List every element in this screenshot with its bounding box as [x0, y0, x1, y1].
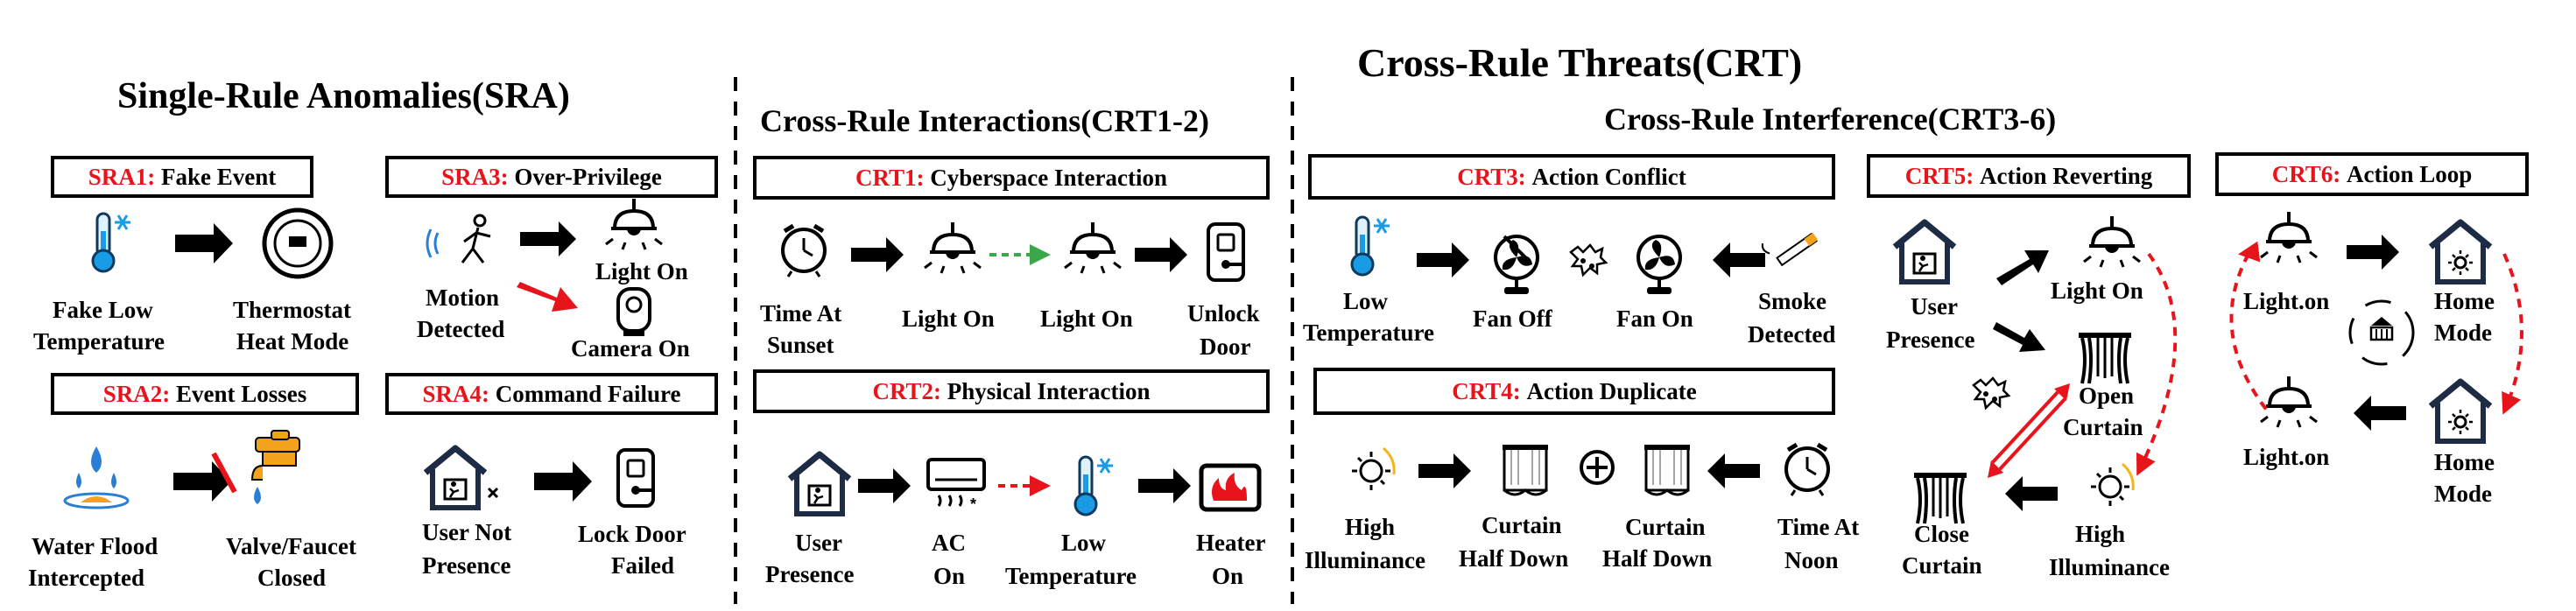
- label: Half Down: [1602, 545, 1713, 572]
- main-title: Cross-Rule Threats(CRT): [1357, 40, 1803, 85]
- label: Fan Off: [1473, 306, 1552, 332]
- label: Light On: [902, 306, 995, 332]
- label: AC: [932, 530, 966, 556]
- label: Sunset: [767, 332, 834, 358]
- label: Mode: [2434, 320, 2492, 346]
- label: Light On: [595, 258, 688, 284]
- label: Valve/Faucet: [226, 533, 356, 559]
- sra3-box: SRA3: Over-Privilege: [385, 156, 718, 198]
- label: Light On: [2051, 277, 2143, 304]
- label: Illuminance: [1305, 547, 1426, 573]
- label: Mode: [2434, 481, 2492, 507]
- sra4-id: SRA4:: [422, 380, 489, 407]
- label: Detected: [417, 316, 505, 342]
- crt5-id: CRT5:: [1904, 162, 1974, 189]
- label: On: [933, 563, 966, 589]
- label: Thermostat: [233, 297, 351, 323]
- label: Time At: [1777, 514, 1860, 540]
- label: Noon: [1784, 547, 1839, 573]
- label: Lock Door: [578, 521, 686, 547]
- label: User: [795, 530, 842, 556]
- crt3-name: Action Conflict: [1531, 163, 1686, 190]
- crt6-name: Action Loop: [2347, 160, 2473, 187]
- label: Temperature: [33, 328, 165, 355]
- label: Half Down: [1459, 545, 1569, 572]
- sra3-id: SRA3:: [441, 163, 509, 190]
- label: Temperature: [1005, 563, 1137, 589]
- label: Door: [1200, 334, 1251, 360]
- crt4-name: Action Duplicate: [1526, 377, 1697, 404]
- label: Camera On: [571, 335, 690, 362]
- label: Fake Low: [53, 297, 153, 323]
- label: Unlock: [1187, 300, 1260, 327]
- crt5-box: CRT5: Action Reverting: [1867, 154, 2191, 198]
- label: Intercepted: [28, 565, 144, 591]
- label: High: [1345, 514, 1396, 540]
- label: User: [1911, 293, 1958, 320]
- sra2-name: Event Losses: [176, 380, 307, 407]
- crt1-id: CRT1:: [855, 164, 925, 191]
- crt6-box: CRT6: Action Loop: [2215, 152, 2529, 196]
- label: Home: [2434, 288, 2495, 314]
- label: High: [2075, 521, 2126, 547]
- label: Failed: [611, 552, 674, 579]
- label: Presence: [422, 552, 511, 579]
- label: Smoke: [1758, 288, 1827, 314]
- sra2-box: SRA2: Event Losses: [51, 373, 359, 415]
- crt3-6-title: Cross-Rule Interference(CRT3-6): [1604, 102, 2057, 137]
- crt2-name: Physical Interaction: [947, 377, 1151, 404]
- crt3-id: CRT3:: [1457, 163, 1526, 190]
- label: Closed: [257, 565, 327, 591]
- sra4-box: SRA4: Command Failure: [385, 373, 718, 415]
- crt1-name: Cyberspace Interaction: [930, 164, 1167, 191]
- label: Close: [1914, 521, 1969, 547]
- label: Light.on: [2243, 288, 2330, 314]
- label: Time At: [760, 300, 842, 327]
- sra1-id: SRA1:: [88, 163, 156, 190]
- crt2-box: CRT2: Physical Interaction: [753, 369, 1270, 413]
- crt3-box: CRT3: Action Conflict: [1308, 154, 1835, 200]
- label: Heat Mode: [236, 328, 349, 355]
- crt4-box: CRT4: Action Duplicate: [1313, 368, 1835, 415]
- sra2-id: SRA2:: [102, 380, 171, 407]
- crt1-2-title: Cross-Rule Interactions(CRT1-2): [760, 103, 1210, 138]
- sra-title: Single-Rule Anomalies(SRA): [117, 76, 570, 116]
- label: Presence: [1886, 327, 1975, 353]
- crt4-id: CRT4:: [1452, 377, 1521, 404]
- label: Temperature: [1303, 320, 1434, 346]
- sra1-name: Fake Event: [161, 163, 277, 190]
- label: User Not: [422, 519, 512, 545]
- sra4-name: Command Failure: [495, 380, 681, 407]
- label: Water Flood: [32, 533, 158, 559]
- label: Low: [1061, 530, 1107, 556]
- label: Light.on: [2243, 444, 2330, 470]
- label: Motion: [426, 284, 499, 311]
- label: Open: [2079, 383, 2135, 409]
- label: Curtain: [1902, 552, 1982, 579]
- crt5-name: Action Reverting: [1980, 162, 2153, 189]
- svg-text:*: *: [970, 495, 976, 513]
- label: On: [1212, 563, 1244, 589]
- label: Light On: [1040, 306, 1133, 332]
- sra3-name: Over-Privilege: [514, 163, 662, 190]
- label: Curtain: [1625, 514, 1706, 540]
- label: Detected: [1748, 321, 1836, 348]
- label: Fan On: [1616, 306, 1693, 332]
- sra1-box: SRA1: Fake Event: [51, 156, 313, 198]
- label: Curtain: [2063, 414, 2143, 440]
- label: Home: [2434, 449, 2495, 475]
- label: Presence: [765, 561, 855, 587]
- crt6-id: CRT6:: [2271, 160, 2341, 187]
- label: Heater: [1196, 530, 1266, 556]
- label: Low: [1343, 288, 1389, 314]
- label: Curtain: [1482, 512, 1562, 538]
- crt1-box: CRT1: Cyberspace Interaction: [753, 156, 1270, 200]
- crt2-id: CRT2:: [872, 377, 942, 404]
- label: Illuminance: [2049, 554, 2171, 580]
